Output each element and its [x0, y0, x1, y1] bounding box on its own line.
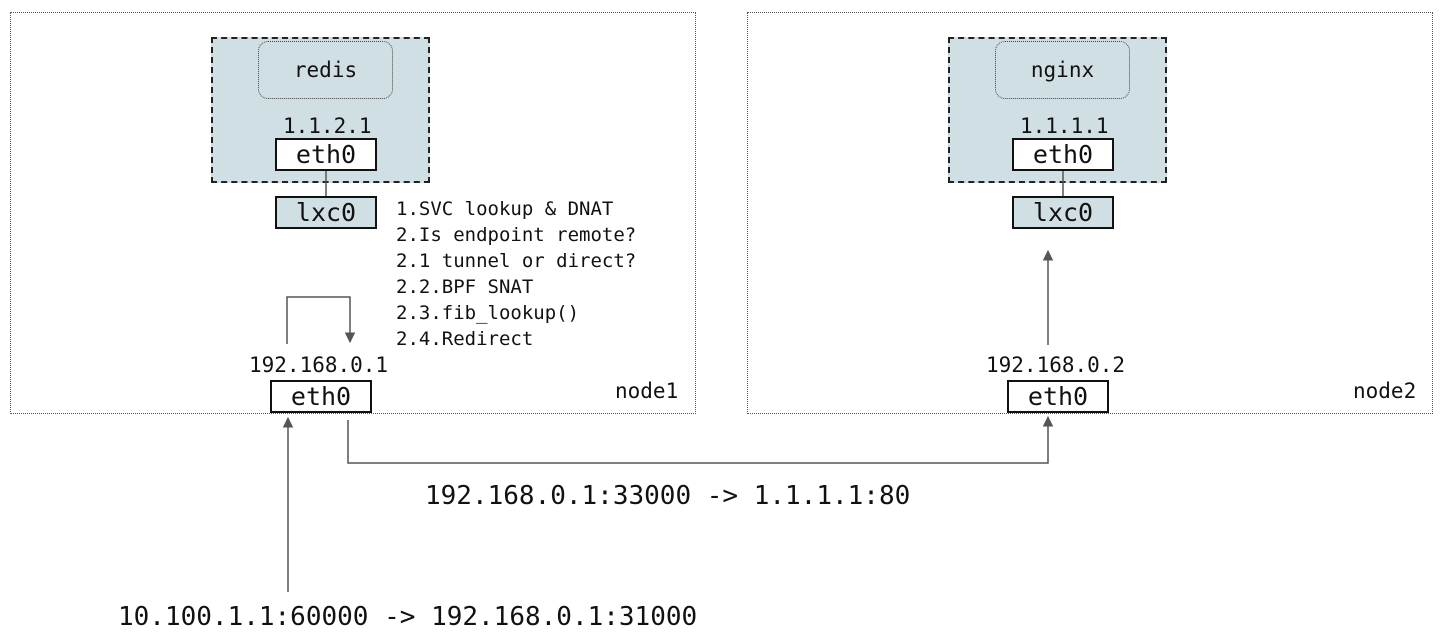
redis-container-label: redis	[293, 58, 358, 82]
node2-host-eth0: eth0	[1007, 380, 1109, 413]
inter-node-arrow	[347, 415, 1054, 464]
nginx-eth0: eth0	[1012, 138, 1114, 171]
step-item: 2.1 tunnel or direct?	[396, 250, 637, 272]
node1-lxc0: lxc0	[275, 196, 377, 229]
node1-host-eth0: eth0	[270, 380, 372, 413]
step-item: 2.3.fib_lookup()	[396, 302, 580, 324]
nginx-eth0-label: eth0	[1032, 140, 1094, 169]
redis-pod-ip: 1.1.2.1	[283, 114, 372, 138]
inter-node-flow-label: 192.168.0.1:33000 -> 1.1.1.1:80	[425, 481, 911, 511]
node2-lxc0: lxc0	[1012, 196, 1114, 229]
step-item: 2.Is endpoint remote?	[396, 224, 637, 246]
node1-label: node1	[615, 379, 679, 403]
step-item: 1.SVC lookup & DNAT	[396, 198, 614, 220]
node1-host-ip: 192.168.0.1	[249, 353, 389, 377]
ingress-flow-label: 10.100.1.1:60000 -> 192.168.0.1:31000	[118, 602, 698, 632]
redis-eth0-label: eth0	[295, 140, 357, 169]
nginx-container-label: nginx	[1030, 58, 1095, 82]
node1-lxc0-label: lxc0	[295, 198, 357, 227]
node1-box	[10, 12, 696, 414]
node2-label: node2	[1353, 379, 1417, 403]
node1-host-eth0-label: eth0	[290, 382, 352, 411]
redirect-loop-arrow	[286, 296, 356, 344]
nginx-container: nginx	[995, 41, 1130, 99]
step-item: 2.2.BPF SNAT	[396, 276, 534, 298]
node2-box	[747, 12, 1433, 414]
nginx-pod-ip: 1.1.1.1	[1020, 114, 1109, 138]
redis-eth0: eth0	[275, 138, 377, 171]
node2-lxc0-label: lxc0	[1032, 198, 1094, 227]
node1-steps: 1.SVC lookup & DNAT 2.Is endpoint remote…	[396, 196, 636, 352]
redis-container: redis	[258, 41, 393, 99]
node2-host-ip: 192.168.0.2	[986, 353, 1126, 377]
node2-host-eth0-label: eth0	[1027, 382, 1089, 411]
step-item: 2.4.Redirect	[396, 328, 534, 350]
